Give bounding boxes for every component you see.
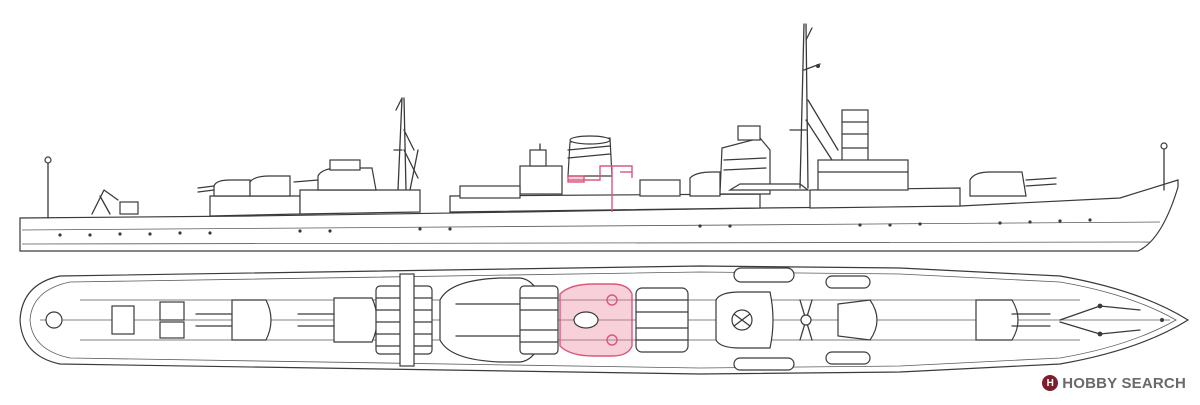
logo-text: HOBBY SEARCH [1062, 374, 1186, 392]
aft-turret-2 [249, 175, 291, 197]
torpedo-launcher-fore [635, 287, 689, 353]
fore-turret [969, 171, 1057, 197]
highlight-aa-mount-side [567, 165, 633, 212]
funnel [567, 135, 613, 177]
side-profile-view [19, 23, 1179, 252]
fore-turret-plan [975, 299, 1051, 341]
portholes [58, 218, 1092, 237]
bridge-plan [715, 291, 774, 349]
aft-turret-plan-1 [195, 299, 272, 341]
fore-mast [789, 23, 839, 189]
hobby-search-mark-icon: H [1042, 375, 1059, 391]
anchor-chains [1059, 303, 1164, 337]
bridge [719, 125, 810, 195]
top-plan-view [19, 265, 1190, 375]
hobby-search-logo: H HOBBY SEARCH [1042, 372, 1186, 394]
aft-turret-1 [197, 179, 251, 197]
aft-turret-3 [293, 159, 377, 191]
highlight-aa-mount-plan [559, 283, 633, 357]
